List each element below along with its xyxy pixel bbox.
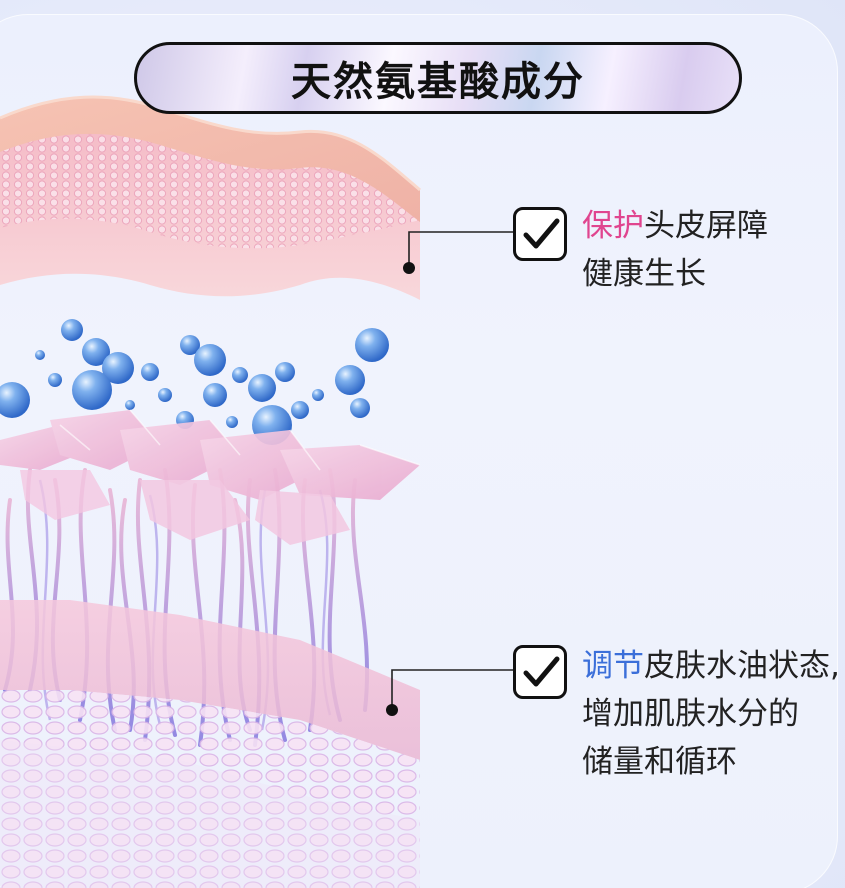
callout-text-1: 保护头皮屏障 健康生长 [582,202,768,298]
callout-line: 健康生长 [582,256,706,292]
callout-line: 皮肤水油状态, [644,648,840,684]
callout-highlight: 保护 [582,208,644,244]
callout-highlight: 调节 [582,648,644,684]
checkmark-icon [513,645,567,699]
page-title: 天然氨基酸成分 [291,59,585,105]
membrane-layer [0,410,420,545]
water-droplets [0,319,389,445]
callout-text-2: 调节皮肤水油状态, 增加肌肤水分的 储量和循环 [582,642,840,786]
title-banner: 天然氨基酸成分 [134,42,742,114]
callout-dot-2 [386,704,398,716]
callout-dot-1 [403,262,415,274]
callout-line-1 [408,231,513,268]
callout-line: 储量和循环 [582,744,737,780]
callout-line: 增加肌肤水分的 [582,696,799,732]
callout-line: 头皮屏障 [644,208,768,244]
checkmark-icon [513,207,567,261]
callout-line-2 [391,669,513,710]
